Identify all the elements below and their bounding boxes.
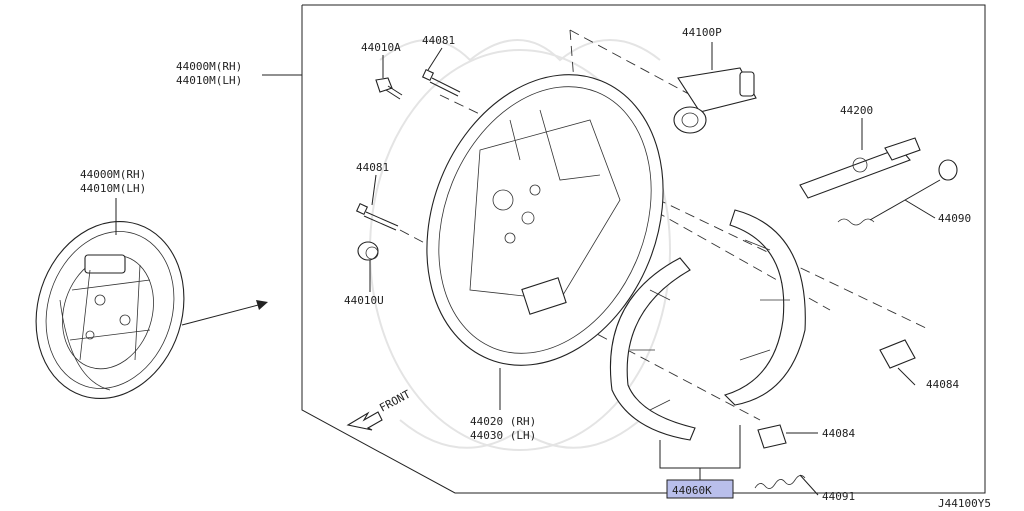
callout-44000m-rh: 44000M(RH): [176, 60, 242, 73]
callout-44000m-rh-left: 44000M(RH): [80, 168, 146, 181]
backing-plate: [426, 74, 664, 410]
brake-shoe-front: [723, 209, 806, 406]
callout-44060k[interactable]: 44060K: [672, 484, 712, 497]
callout-44081-top: 44081: [422, 34, 455, 47]
assembled-brake-illustration: [35, 198, 185, 399]
callout-44084-upper: 44084: [926, 378, 959, 391]
front-label: FRONT: [377, 387, 413, 414]
plug-44010u: [357, 241, 379, 292]
spring-44091: [754, 474, 819, 496]
assembly-direction-arrow: [181, 300, 268, 326]
bolt-44081-upper: [421, 47, 461, 97]
callout-44200: 44200: [840, 104, 873, 117]
bolt-44010a: [375, 55, 403, 100]
callout-44060k-highlight: [666, 479, 734, 499]
bolt-44081-lower: [355, 174, 399, 231]
wheel-cylinder: [673, 42, 757, 134]
callout-44090: 44090: [938, 212, 971, 225]
callout-44084-lower: 44084: [822, 427, 855, 440]
callout-44010u: 44010U: [344, 294, 384, 307]
adjuster-assembly: [799, 118, 921, 199]
drawing-code: J44100Y5: [938, 497, 991, 510]
callout-44010m-lh: 44010M(LH): [176, 74, 242, 87]
shoe-set-bracket: [659, 425, 741, 480]
callout-44091: 44091: [822, 490, 855, 503]
front-arrow: [346, 411, 383, 431]
callout-44081-mid: 44081: [356, 161, 389, 174]
callout-44030-lh: 44030 (LH): [470, 429, 536, 442]
callout-44010m-lh-left: 44010M(LH): [80, 182, 146, 195]
callout-44010a: 44010A: [361, 41, 401, 54]
callout-44020-rh: 44020 (RH): [470, 415, 536, 428]
clip-44084-upper: [879, 339, 916, 386]
brake-shoe-rear: [609, 257, 696, 441]
spring-44090: [837, 159, 958, 226]
callout-44100p: 44100P: [682, 26, 722, 39]
clip-44084-lower: [757, 424, 818, 449]
